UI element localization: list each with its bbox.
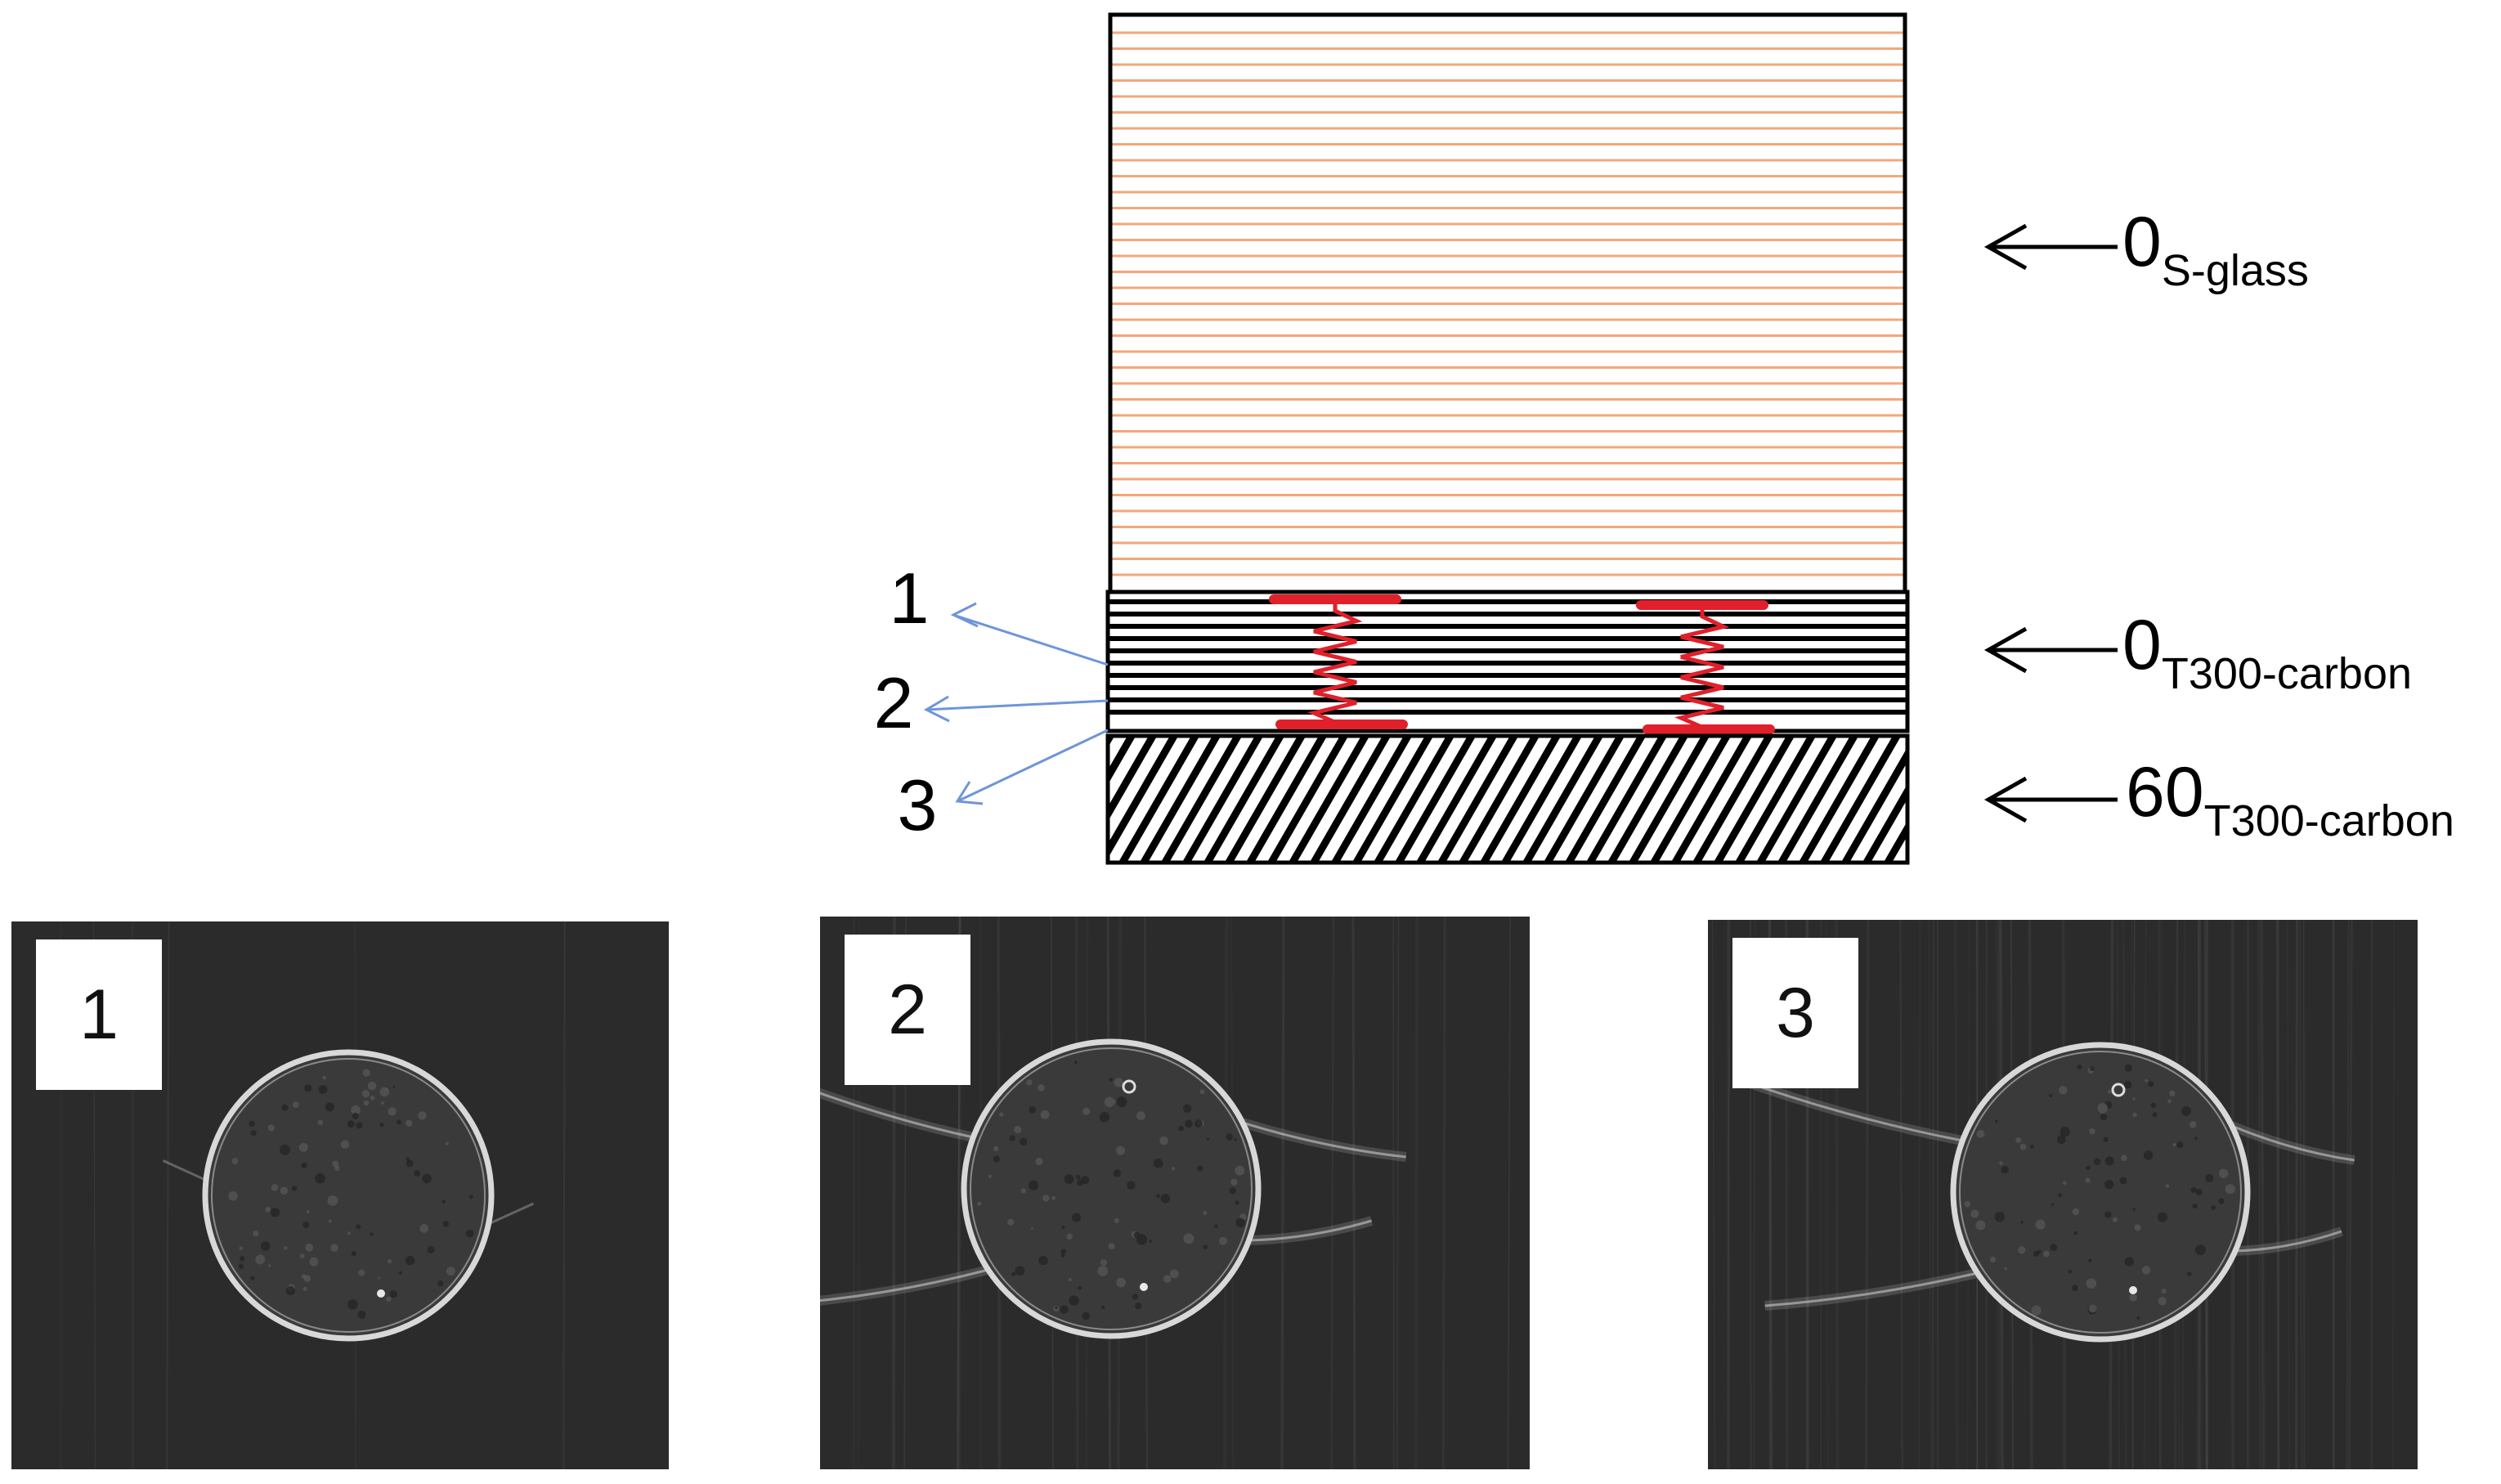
leader-line-1: [952, 613, 1109, 666]
leader-arrowhead-1: [950, 602, 979, 628]
interface-label-2: 2: [874, 662, 914, 743]
panel-badge-2: 2: [845, 935, 970, 1085]
interface-label-1: 1: [890, 558, 930, 639]
fiber-cross-section-1: [61, 921, 566, 1469]
micrograph-panel-1: 1: [11, 921, 669, 1469]
layer-s-glass: [1108, 12, 1907, 594]
leader-arrowhead-2: [923, 695, 950, 723]
leader-line-3: [957, 729, 1109, 803]
layer-label-60-carbon: 60T300-carbon: [2126, 753, 2454, 845]
interface-leaders: [923, 602, 1109, 805]
micrograph-panel-2: 2: [820, 917, 1530, 1469]
layer-60-carbon: [1105, 733, 1910, 865]
layer-arrow-60-carbon: [1983, 776, 2118, 823]
fiber-cross-section-3: [1712, 920, 2355, 1469]
panel-badge-1: 1: [36, 939, 162, 1090]
laminate-schematic: 1 2 3 0S-glass 0T300-carbon 60T300-carbo…: [874, 12, 2454, 865]
layer-label-0-carbon: 0T300-carbon: [2122, 606, 2412, 698]
layer-0-carbon: [1105, 590, 1910, 733]
interlaminar-springs: [1269, 594, 1775, 734]
layer-arrow-0-carbon: [1983, 626, 2118, 674]
layer-arrow-s-glass: [1983, 223, 2118, 271]
leader-line-2: [926, 699, 1109, 711]
panel-badge-3: 3: [1732, 938, 1858, 1088]
micrograph-panel-3: 3: [1708, 920, 2418, 1469]
leader-arrowhead-3: [955, 781, 984, 805]
layer-label-s-glass: 0S-glass: [2122, 203, 2309, 295]
interface-label-3: 3: [898, 764, 938, 845]
